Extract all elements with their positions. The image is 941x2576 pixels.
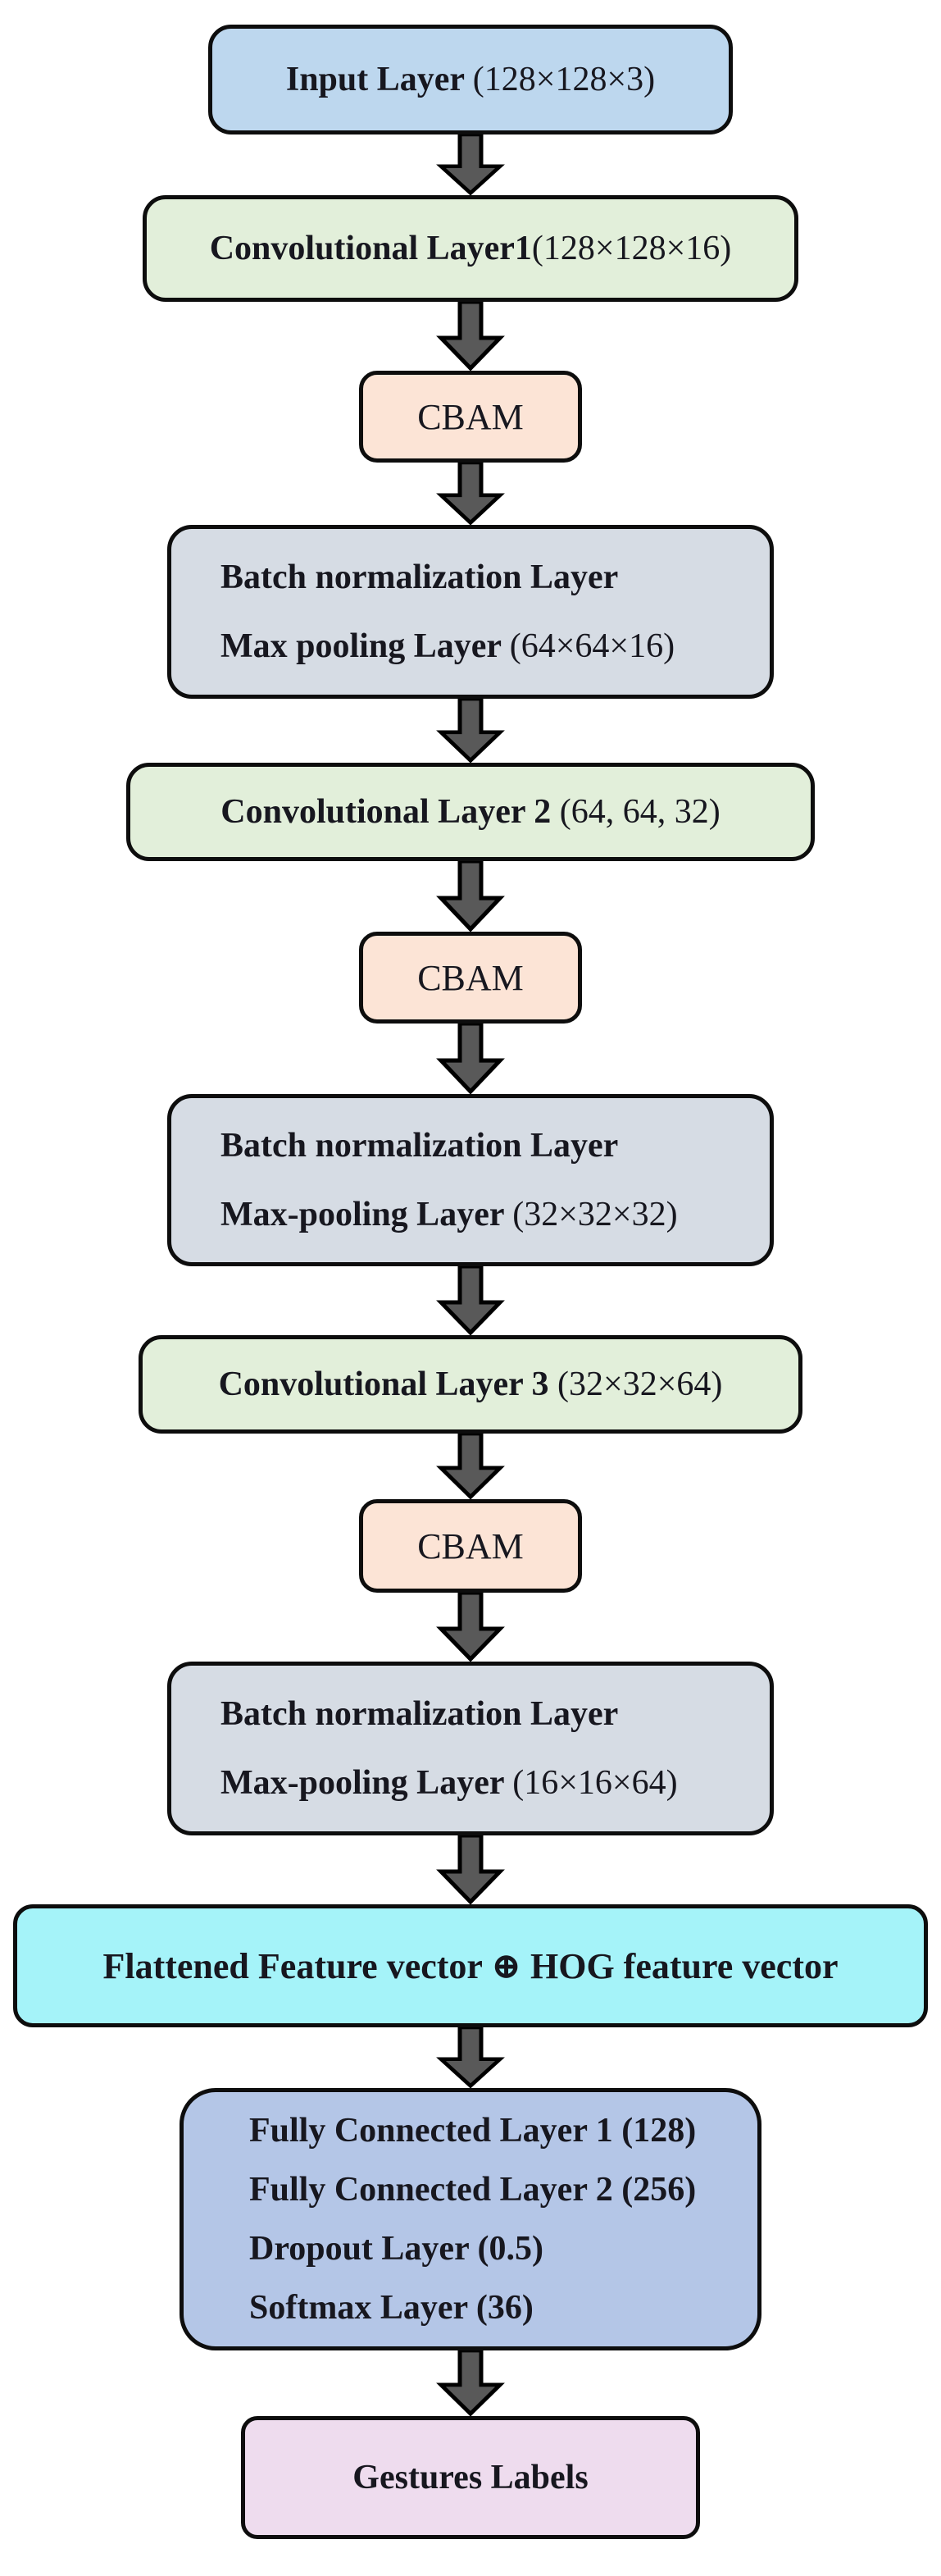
node-cbam-1: CBAM: [359, 371, 582, 463]
node-fully-connected-block: Fully Connected Layer 1 (128) Fully Conn…: [180, 2088, 761, 2350]
node-label: Flattened Feature vector ⊕ HOG feature v…: [102, 1945, 839, 1986]
arrow-down-icon: [436, 302, 505, 371]
arrow-down-icon: [436, 2350, 505, 2416]
node-label: Softmax Layer (36): [249, 2289, 534, 2327]
arrow-down-icon: [436, 861, 505, 932]
node-label: Convolutional Layer1(128×128×16): [209, 229, 732, 267]
node-cbam-2: CBAM: [359, 932, 582, 1024]
node-label: Max-pooling Layer (32×32×32): [220, 1196, 678, 1233]
node-conv-layer-3: Convolutional Layer 3 (32×32×64): [139, 1335, 802, 1434]
node-gestures-labels: Gestures Labels: [241, 2416, 700, 2539]
node-input-layer: Input Layer (128×128×3): [208, 25, 733, 134]
arrow-down-icon: [436, 1835, 505, 1904]
node-label: CBAM: [417, 957, 524, 998]
node-label: Dropout Layer (0.5): [249, 2230, 543, 2268]
arrow-down-icon: [436, 699, 505, 763]
arrow-down-icon: [436, 2027, 505, 2088]
node-label: Input Layer (128×128×3): [285, 60, 656, 98]
arrow-down-icon: [436, 134, 505, 195]
node-conv-layer-2: Convolutional Layer 2 (64, 64, 32): [126, 763, 815, 861]
node-label: Fully Connected Layer 2 (256): [249, 2171, 697, 2209]
arrow-down-icon: [436, 463, 505, 525]
node-label: Gestures Labels: [352, 2458, 589, 2496]
node-cbam-3: CBAM: [359, 1499, 582, 1593]
node-label: Max-pooling Layer (16×16×64): [220, 1764, 678, 1802]
node-batchnorm-maxpool-3: Batch normalization Layer Max-pooling La…: [167, 1662, 774, 1835]
node-label: Batch normalization Layer: [220, 1127, 619, 1165]
node-conv-layer-1: Convolutional Layer1(128×128×16): [143, 195, 798, 302]
node-label: Convolutional Layer 2 (64, 64, 32): [220, 792, 721, 831]
node-label: CBAM: [417, 1525, 524, 1566]
node-flattened-hog-concat: Flattened Feature vector ⊕ HOG feature v…: [13, 1904, 928, 2027]
node-batchnorm-maxpool-1: Batch normalization Layer Max pooling La…: [167, 525, 774, 699]
arrow-down-icon: [436, 1434, 505, 1499]
node-batchnorm-maxpool-2: Batch normalization Layer Max-pooling La…: [167, 1094, 774, 1266]
node-label: Convolutional Layer 3 (32×32×64): [218, 1365, 723, 1403]
node-label: Batch normalization Layer: [220, 559, 619, 596]
arrow-down-icon: [436, 1266, 505, 1335]
node-label: Batch normalization Layer: [220, 1695, 619, 1733]
node-label: CBAM: [417, 396, 524, 437]
arrow-down-icon: [436, 1024, 505, 1094]
node-label: Fully Connected Layer 1 (128): [249, 2112, 697, 2150]
arrow-down-icon: [436, 1593, 505, 1662]
node-label: Max pooling Layer (64×64×16): [220, 627, 675, 665]
